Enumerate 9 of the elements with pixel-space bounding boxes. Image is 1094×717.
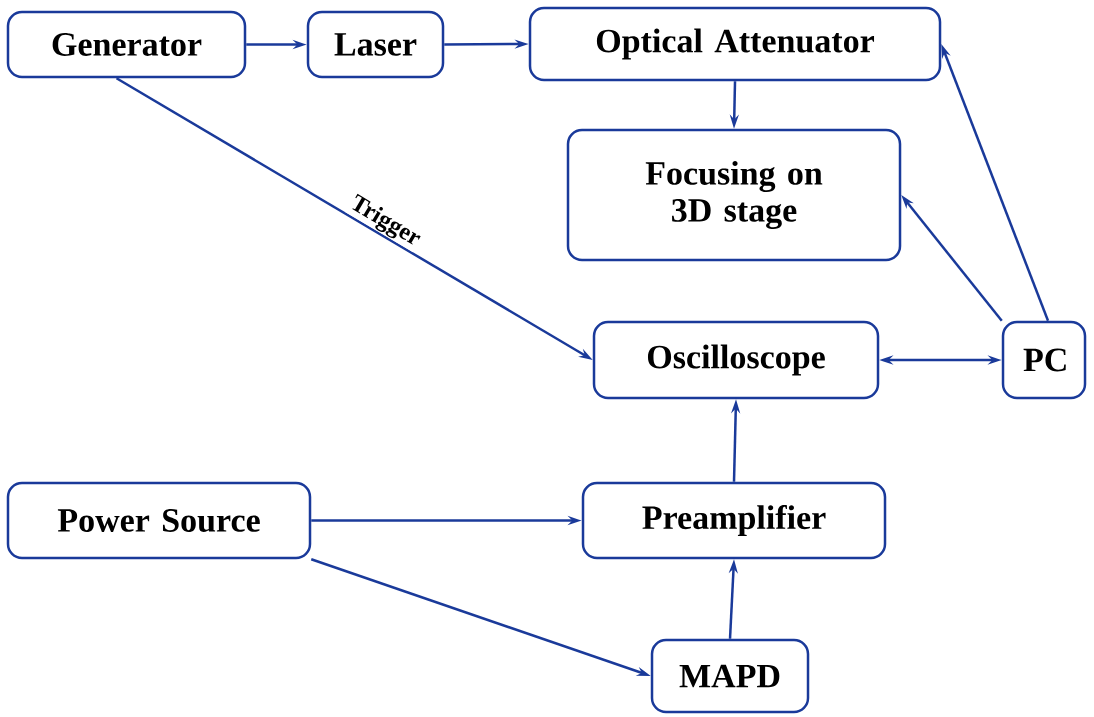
process-box: Power Source [6,481,312,560]
process-box: Optical Attenuator [528,6,942,82]
process-box: Laser [306,10,445,79]
process-box: Generator [6,10,247,79]
process-box: Focusing on 3D stage [566,128,902,262]
process-box: Preamplifier [581,481,887,560]
process-box: PC [1001,320,1087,400]
process-box: Oscilloscope [592,320,880,400]
process-box: MAPD [650,638,810,714]
